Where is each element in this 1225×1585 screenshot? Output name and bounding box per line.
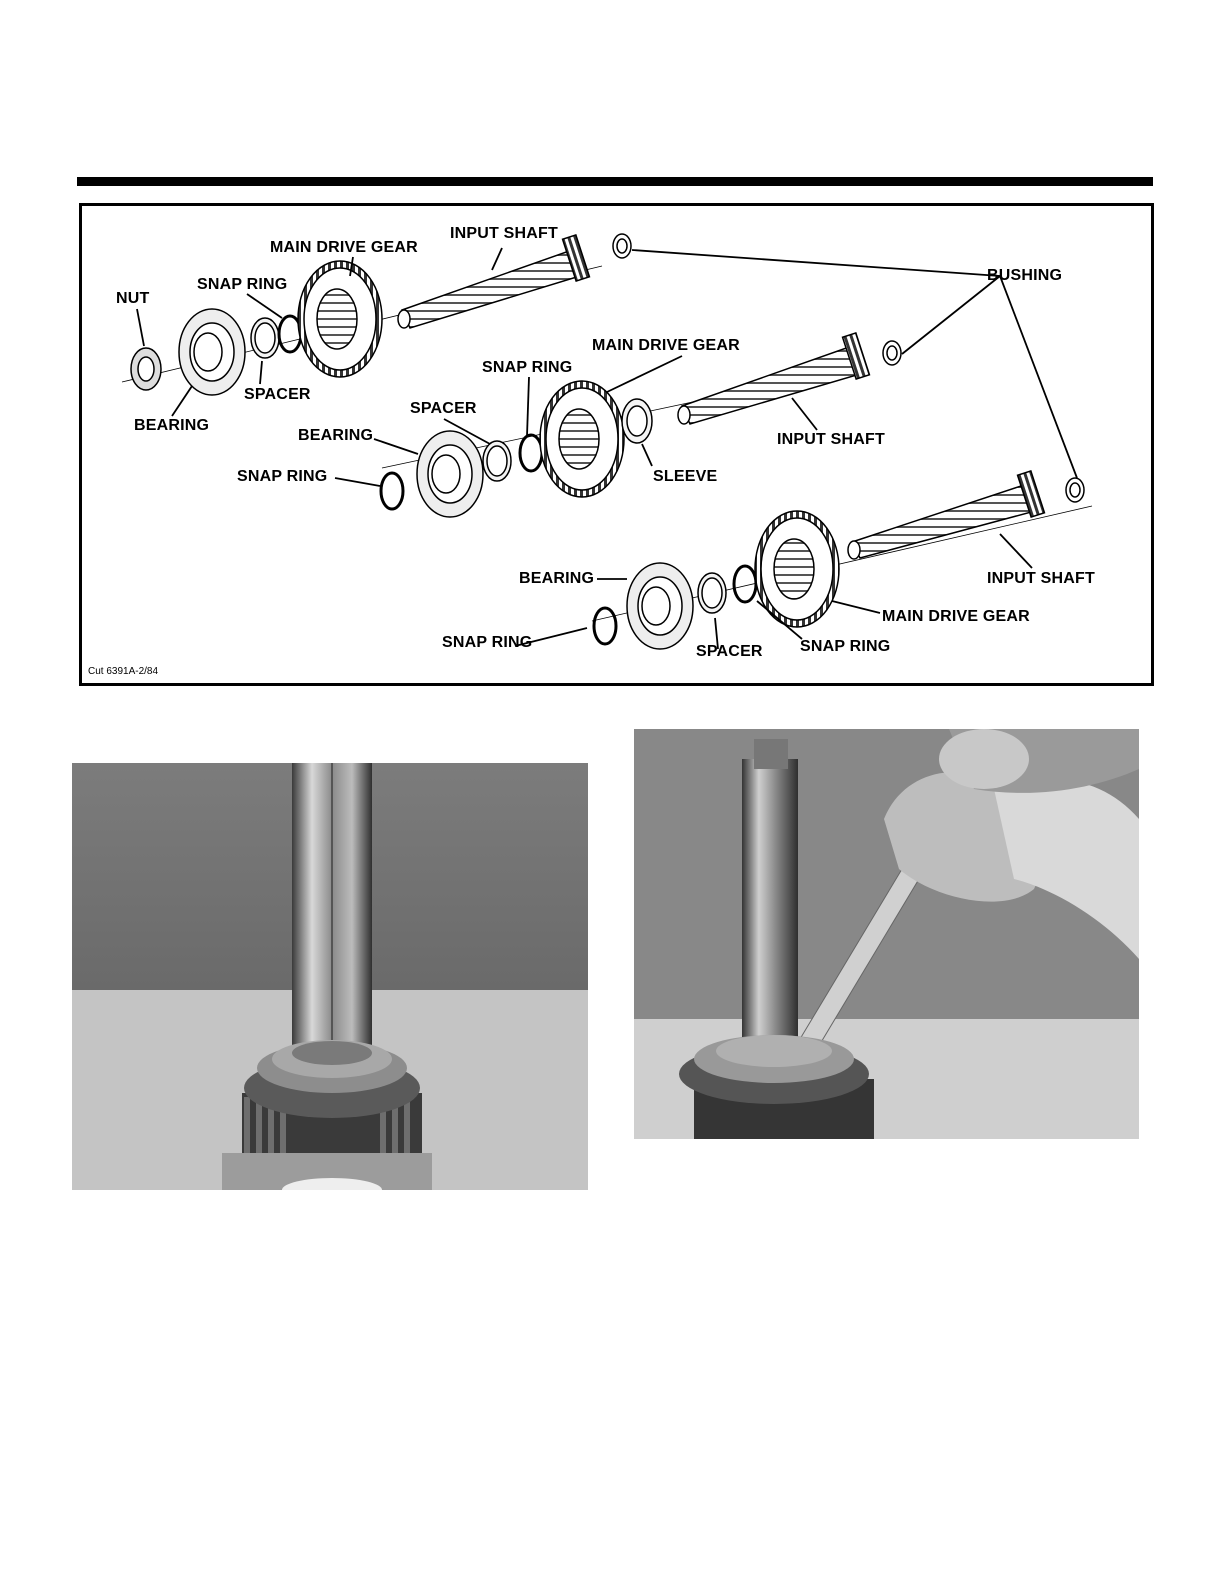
label-main-drive-gear-a: MAIN DRIVE GEAR xyxy=(270,239,418,257)
input-shaft-part xyxy=(402,250,580,328)
label-bearing-c: BEARING xyxy=(519,570,594,588)
input-shaft-part xyxy=(852,484,1035,558)
header-rule xyxy=(77,177,1153,186)
label-sleeve-b: SLEEVE xyxy=(653,468,717,486)
label-nut-a: NUT xyxy=(116,290,149,308)
snap-ring-part xyxy=(381,473,403,509)
cut-number: Cut 6391A-2/84 xyxy=(88,666,158,677)
photo-bearing-on-shaft xyxy=(72,763,588,1190)
label-input-shaft-c: INPUT SHAFT xyxy=(987,570,1095,588)
label-bearing-a: BEARING xyxy=(134,417,209,435)
label-snap-ring-b: SNAP RING xyxy=(482,359,572,377)
label-input-shaft-a: INPUT SHAFT xyxy=(450,225,558,243)
snap-ring-part xyxy=(520,435,542,471)
label-bearing-b: BEARING xyxy=(298,427,373,445)
snap-ring-part xyxy=(594,608,616,644)
label-snap-ring-a: SNAP RING xyxy=(197,276,287,294)
label-snap-ring-c: SNAP RING xyxy=(800,638,890,656)
label-snap-ring-b-2: SNAP RING xyxy=(237,468,327,486)
label-main-drive-gear-c: MAIN DRIVE GEAR xyxy=(882,608,1030,626)
label-bushing: BUSHING xyxy=(987,267,1062,285)
input-shaft-part xyxy=(682,346,860,424)
exploded-view-diagram: BUSHING MAIN DRIVE GEAR INPUT SHAFT NUT … xyxy=(79,203,1154,686)
label-input-shaft-b: INPUT SHAFT xyxy=(777,431,885,449)
assembly-b xyxy=(381,333,901,517)
photo-driving-bearing xyxy=(634,729,1139,1139)
label-main-drive-gear-b: MAIN DRIVE GEAR xyxy=(592,337,740,355)
label-spacer-b: SPACER xyxy=(410,400,477,418)
label-snap-ring-c-2: SNAP RING xyxy=(442,634,532,652)
label-spacer-a: SPACER xyxy=(244,386,311,404)
label-spacer-c: SPACER xyxy=(696,643,763,661)
